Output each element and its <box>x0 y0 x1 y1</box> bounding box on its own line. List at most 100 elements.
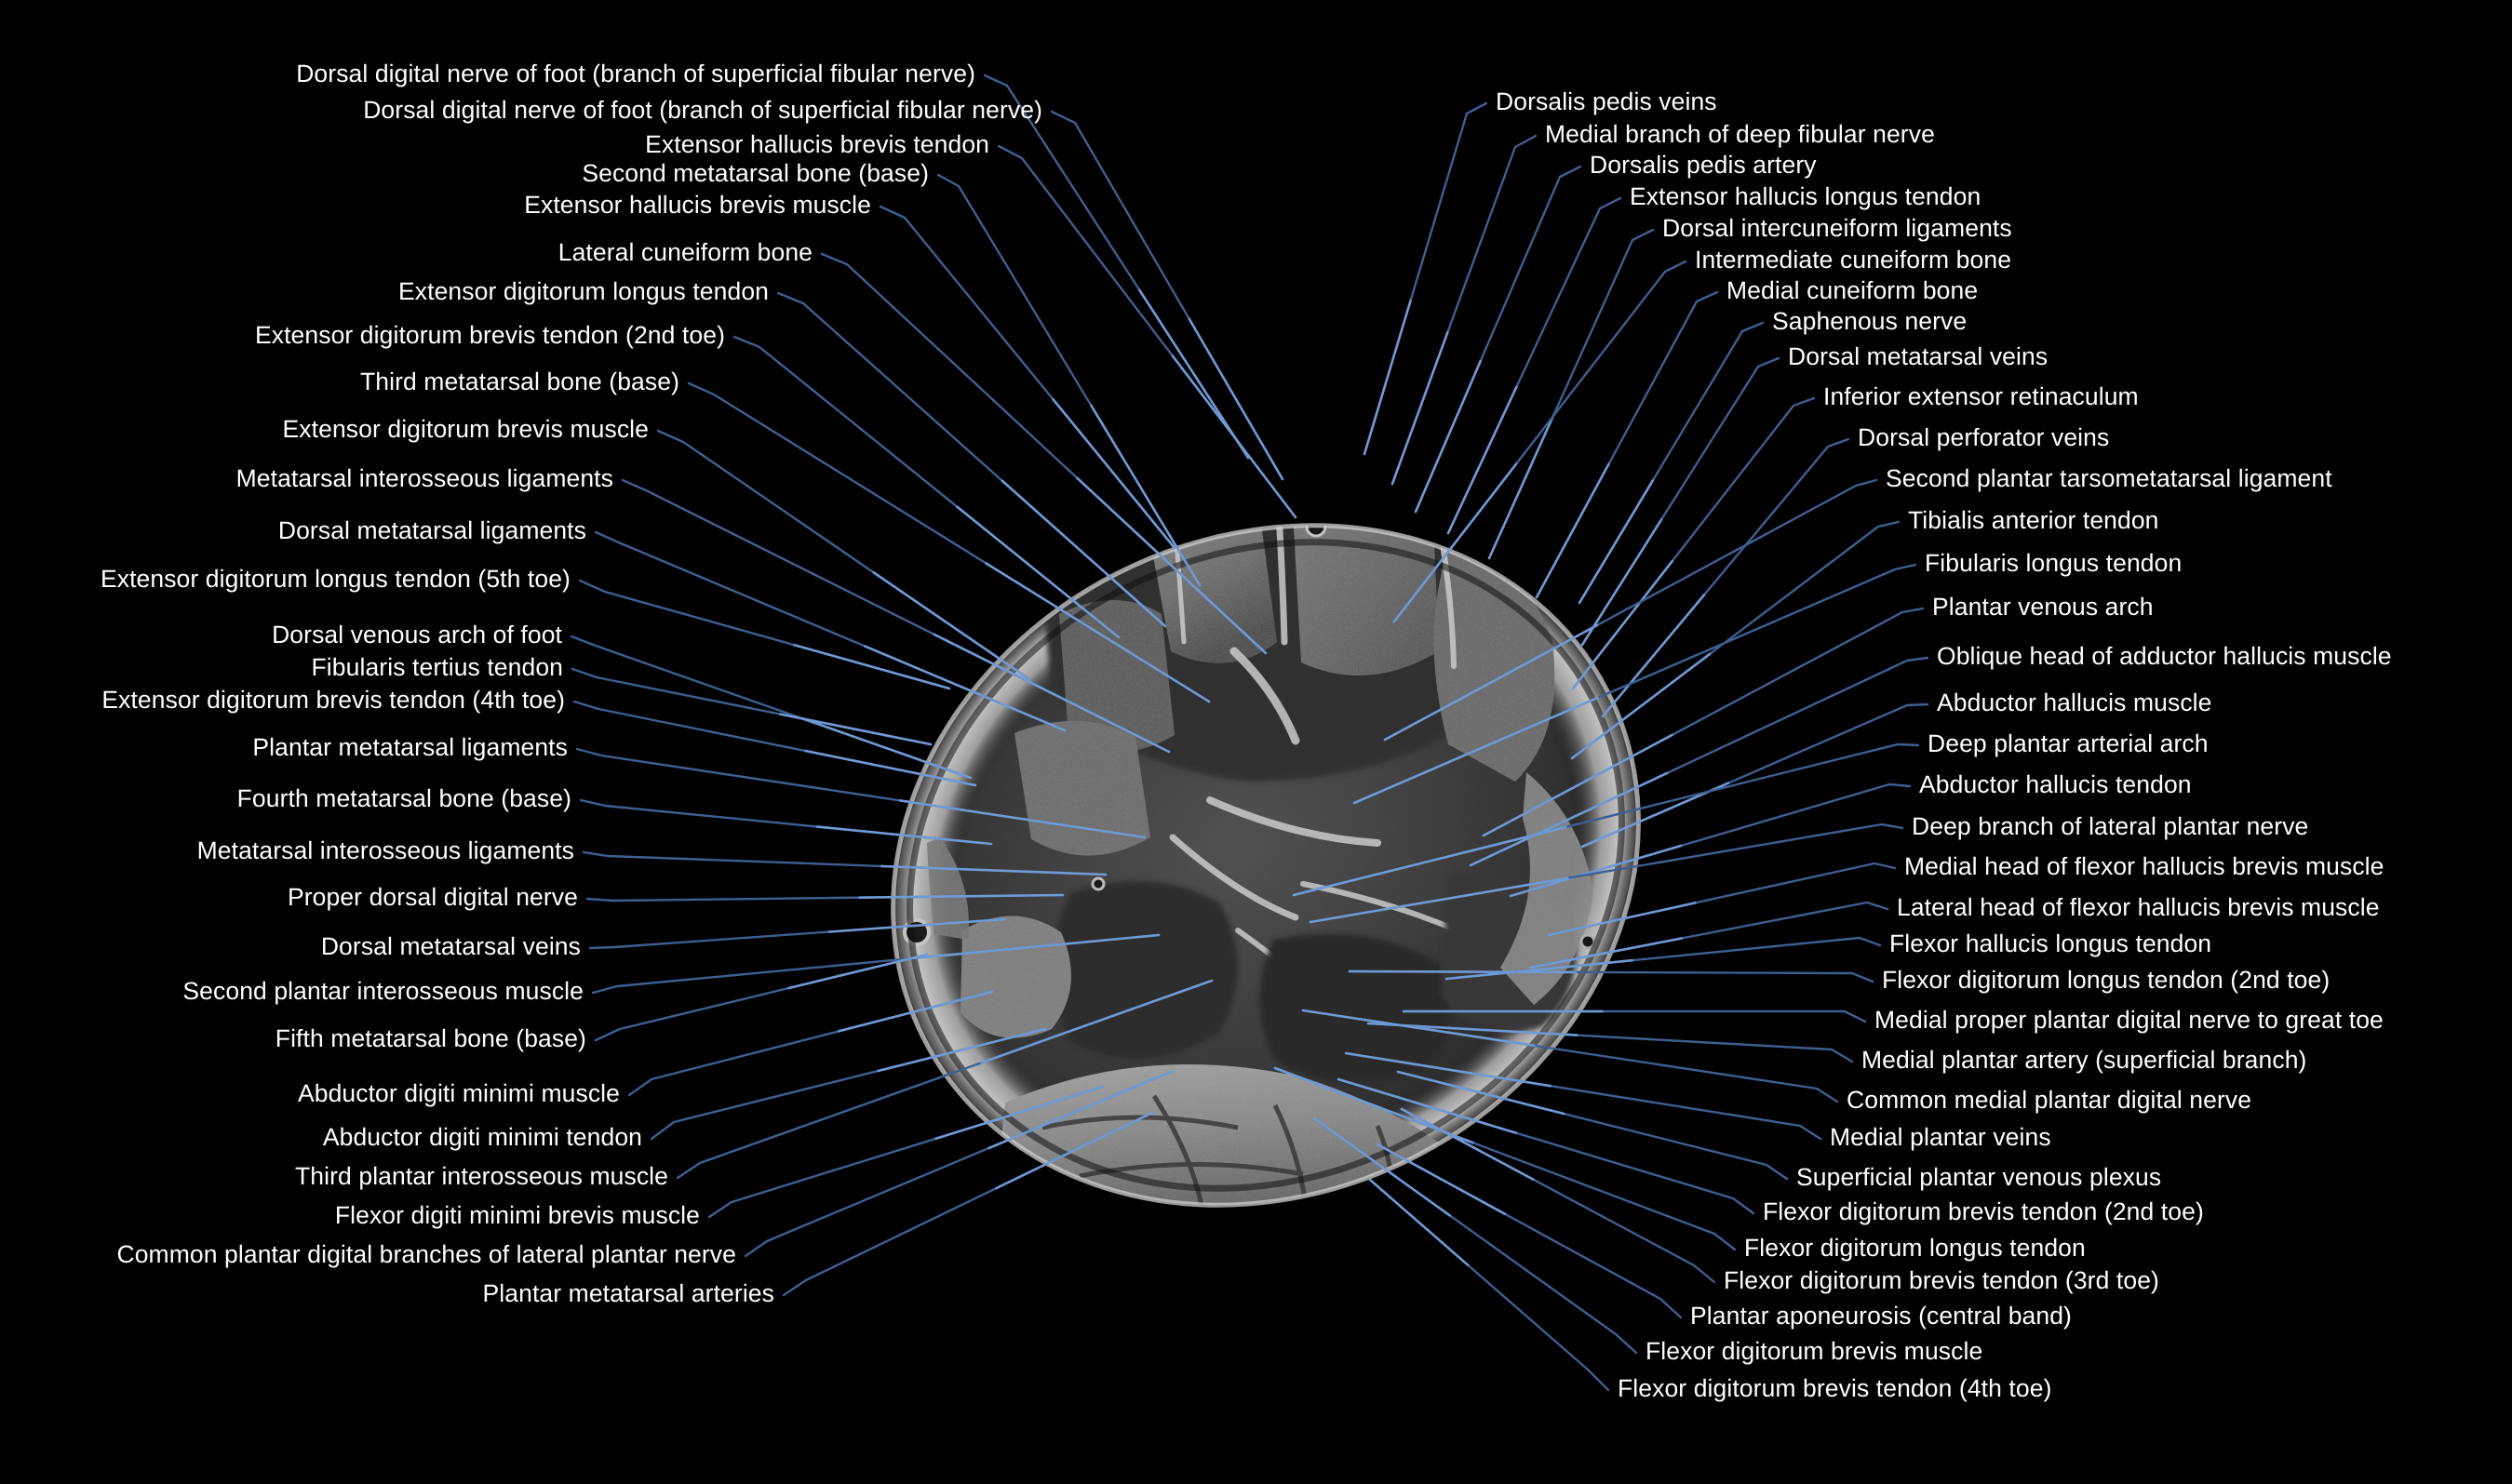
anatomy-label: Extensor digitorum brevis tendon (4th to… <box>101 686 565 714</box>
anatomy-label: Second plantar interosseous muscle <box>182 977 584 1005</box>
leader-line-bright-segment <box>1601 594 1706 718</box>
anatomy-label: Plantar aponeurosis (central band) <box>1690 1302 2072 1330</box>
anatomy-label: Medial proper plantar digital nerve to g… <box>1874 1006 2384 1034</box>
leader-line-bright-segment <box>913 933 1161 960</box>
leader-line-bright-segment <box>987 1070 1173 1150</box>
anatomy-label: Lateral cuneiform bone <box>557 238 813 266</box>
leader-line-bright-segment <box>779 713 933 746</box>
leader-line-bright-segment <box>1400 1107 1535 1181</box>
anatomy-label: Flexor digitorum brevis tendon (3rd toe) <box>1724 1266 2159 1294</box>
leader-line-bright-segment <box>1312 1116 1452 1217</box>
anatomy-label: Flexor digitorum longus tendon <box>1744 1234 2086 1262</box>
leader-line-bright-segment <box>1001 479 1167 628</box>
anatomy-label: Flexor digitorum brevis tendon (4th toe) <box>1618 1374 2052 1402</box>
leader-line-bright-segment <box>934 1085 1105 1141</box>
leader-line-bright-segment <box>985 562 1211 703</box>
leader-line-bright-segment <box>1571 559 1673 690</box>
leader-line-bright-segment <box>1444 958 1634 981</box>
anatomy-label: Plantar metatarsal ligaments <box>252 733 568 761</box>
anatomy-label: Medial branch of deep fibular nerve <box>1545 120 1935 148</box>
anatomy-label: Intermediate cuneiform bone <box>1695 246 2012 274</box>
leader-line-bright-segment <box>1171 354 1297 519</box>
leader-line-bright-segment <box>1396 1070 1565 1116</box>
leader-line-bright-segment <box>1301 1009 1536 1048</box>
anatomy-label: Oblique head of adductor hallucis muscle <box>1937 642 2392 670</box>
leader-line-bright-segment <box>1528 937 1684 969</box>
anatomy-label: Dorsal metatarsal ligaments <box>277 516 586 544</box>
leader-line-bright-segment <box>1446 385 1518 535</box>
anatomy-label: Inferior extensor retinaculum <box>1823 382 2139 410</box>
anatomy-label: Lateral head of flexor hallucis brevis m… <box>1897 893 2380 921</box>
leader-line-bright-segment <box>837 990 994 1033</box>
anatomy-label: Dorsal perforator veins <box>1858 423 2110 451</box>
leader-line-bright-segment <box>1188 317 1284 481</box>
anatomy-label: Plantar venous arch <box>1932 593 2154 621</box>
anatomy-label: Extensor digitorum longus tendon <box>398 277 769 305</box>
leader-line-bright-segment <box>872 570 1031 681</box>
anatomy-label: Fibularis tertius tendon <box>311 653 563 681</box>
anatomy-label: Metatarsal interosseous ligaments <box>235 464 613 492</box>
anatomy-label: Abductor digiti minimi muscle <box>297 1079 620 1107</box>
leader-line-bright-segment <box>1076 476 1268 655</box>
leader-line-bright-segment <box>1292 825 1567 897</box>
leader-line-bright-segment <box>1578 479 1655 605</box>
anatomy-label: Abductor hallucis muscle <box>1937 689 2212 716</box>
anatomy-label: Flexor hallucis longus tendon <box>1889 929 2212 957</box>
leader-line-bright-segment <box>1376 1143 1507 1215</box>
leader-line-bright-segment <box>1580 518 1663 647</box>
anatomy-label: Superficial plantar venous plexus <box>1796 1163 2162 1191</box>
leader-line-bright-segment <box>858 893 1065 900</box>
leader-line-bright-segment <box>800 716 973 780</box>
anatomy-label: Dorsal metatarsal veins <box>1788 342 2049 370</box>
anatomy-label: Proper dorsal digital nerve <box>287 883 578 911</box>
leader-line-bright-segment <box>980 979 1214 1064</box>
leader-line-bright-segment <box>1337 1077 1518 1134</box>
leader-line-bright-segment <box>1363 299 1412 456</box>
leader-line-bright-segment <box>1309 876 1569 924</box>
anatomy-label: Dorsal digital nerve of foot (branch of … <box>296 60 975 87</box>
leader-line-bright-segment <box>1383 623 1598 742</box>
anatomy-label: Dorsalis pedis veins <box>1496 87 1717 115</box>
leader-line-bright-segment <box>815 825 993 846</box>
anatomy-label: Deep plantar arterial arch <box>1928 729 2209 757</box>
anatomy-label: Extensor digitorum brevis tendon (2nd to… <box>254 321 725 349</box>
leader-line-bright-segment <box>1509 844 1683 898</box>
anatomy-label: Metatarsal interosseous ligaments <box>196 836 574 864</box>
anatomy-label: Extensor hallucis brevis muscle <box>524 191 871 219</box>
anatomy-label: Third metatarsal bone (base) <box>359 368 679 395</box>
anatomy-label: Common plantar digital branches of later… <box>116 1240 736 1268</box>
leader-line-bright-segment <box>827 917 1007 933</box>
anatomy-label: Common medial plantar digital nerve <box>1847 1086 2252 1114</box>
leader-line-bright-segment <box>793 643 951 690</box>
leader-line-bright-segment <box>1570 652 1712 760</box>
anatomy-label: Flexor digitorum brevis tendon (2nd toe) <box>1763 1197 2204 1225</box>
leader-line-bright-segment <box>1344 1051 1552 1088</box>
anatomy-label: Dorsal digital nerve of foot (branch of … <box>363 96 1042 124</box>
leader-line-bright-segment <box>804 749 977 787</box>
leader-line-bright-segment <box>898 799 1147 839</box>
anatomy-label: Third plantar interosseous muscle <box>295 1162 668 1190</box>
anatomy-label: Dorsal venous arch of foot <box>272 621 562 648</box>
leader-line-bright-segment <box>1414 359 1483 514</box>
anatomy-label: Deep branch of lateral plantar nerve <box>1912 812 2309 840</box>
anatomy-label: Extensor hallucis brevis tendon <box>645 130 989 158</box>
anatomy-label: Tibialis anterior tendon <box>1908 506 2159 534</box>
anatomy-label: Fourth metatarsal bone (base) <box>236 784 571 812</box>
anatomy-label: Medial cuneiform bone <box>1726 276 1979 304</box>
anatomy-label: Saphenous nerve <box>1772 307 1968 335</box>
anatomy-label: Plantar metatarsal arteries <box>482 1279 774 1307</box>
leader-line-bright-segment <box>1090 404 1202 587</box>
leader-line-bright-segment <box>1052 397 1176 550</box>
anatomy-label: Extensor digitorum brevis muscle <box>282 415 649 443</box>
anatomy-label: Fifth metatarsal bone (base) <box>275 1024 586 1052</box>
leader-line-bright-segment <box>933 633 1171 754</box>
anatomy-label: Dorsalis pedis artery <box>1590 151 1817 179</box>
leader-line-bright-segment <box>1392 462 1518 623</box>
leader-line-bright-segment <box>1482 733 1673 837</box>
leader-line-bright-segment <box>877 1027 1047 1073</box>
anatomy-label: Flexor digitorum longus tendon (2nd toe) <box>1882 966 2331 994</box>
